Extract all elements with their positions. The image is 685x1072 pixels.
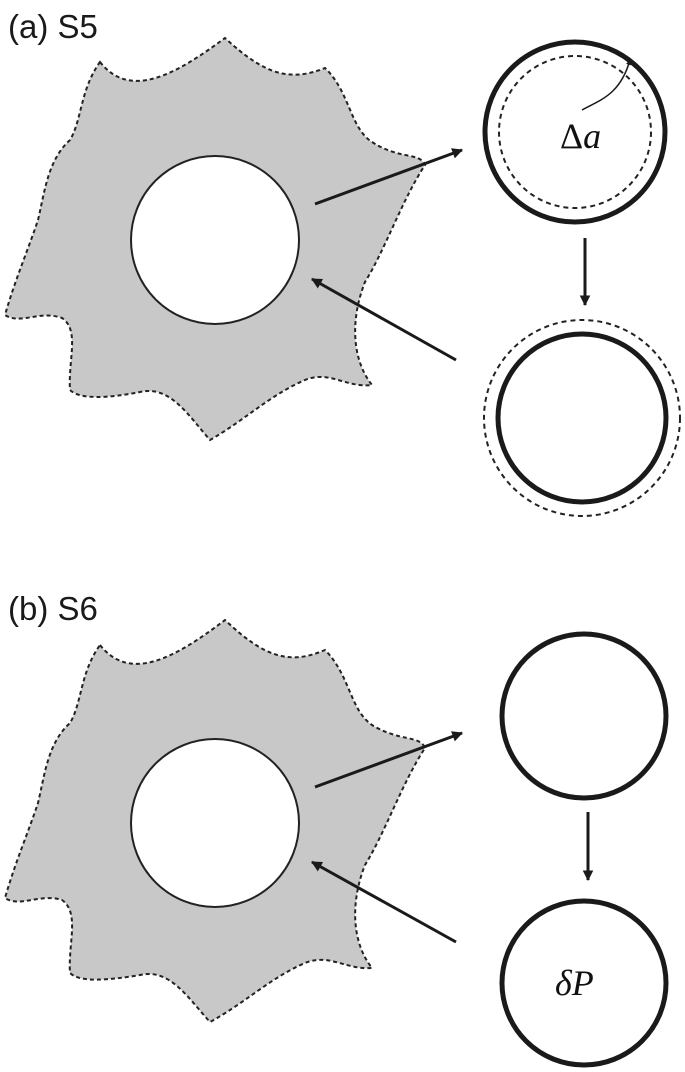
panel-b-hole-circle: [130, 738, 300, 908]
panel-a-sphere-outer-dashed-ring: [483, 319, 681, 517]
panel-b: (b) S6 δP: [3, 590, 669, 1068]
panel-b-incoming-arrow: [311, 860, 457, 944]
panel-b-outgoing-arrow: [314, 731, 464, 789]
panel-a-annotation: Δa: [560, 116, 601, 156]
panel-a-incoming-arrow: [311, 277, 457, 362]
panel-b-annotation: δP: [555, 963, 594, 1003]
panel-a-outgoing-arrow: [314, 148, 464, 206]
panel-a-sphere-inner-dashed-ring: [498, 55, 652, 209]
panel-b-label: (b) S6: [8, 590, 98, 627]
panel-a-hole-circle: [130, 155, 300, 325]
panel-a: (a) S5 Δa: [3, 8, 681, 517]
panel-a-delta-pointer: [581, 59, 632, 111]
panel-a-label: (a) S5: [8, 8, 98, 45]
panel-b-sphere-initial: [499, 631, 669, 801]
panel-a-sphere-final: [495, 331, 669, 505]
panel-a-sphere-initial: [482, 39, 668, 225]
panel-b-sphere-final: [499, 898, 669, 1068]
